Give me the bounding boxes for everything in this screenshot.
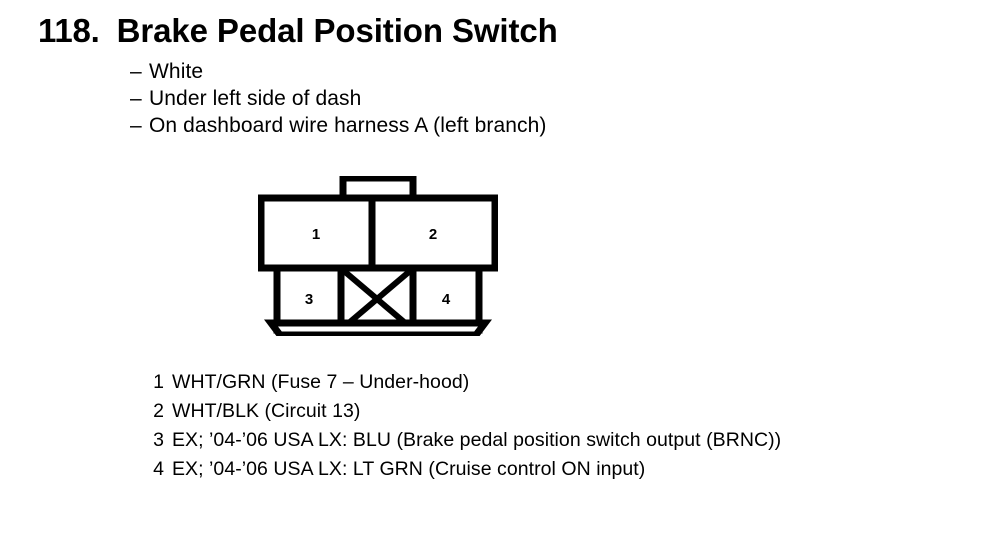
list-item-label: Under left side of dash <box>149 87 362 110</box>
pin-description: WHT/GRN (Fuse 7 – Under-hood) <box>172 371 470 393</box>
header: 118. Brake Pedal Position Switch – White… <box>38 12 968 139</box>
pin-number: 2 <box>153 400 164 422</box>
pin-number: 3 <box>153 429 164 451</box>
list-item: – White <box>130 58 968 85</box>
cavity-number-4: 4 <box>442 291 451 308</box>
list-item: – On dashboard wire harness A (left bran… <box>130 112 968 139</box>
dash-icon: – <box>130 87 142 110</box>
dash-icon: – <box>130 60 142 83</box>
pin-legend-list: 1 WHT/GRN (Fuse 7 – Under-hood) 2 WHT/BL… <box>144 368 974 484</box>
connector-upper-row <box>258 194 498 272</box>
pin-description: EX; ’04-’06 USA LX: BLU (Brake pedal pos… <box>172 429 782 451</box>
list-item: 1 WHT/GRN (Fuse 7 – Under-hood) <box>144 368 974 397</box>
pin-description: WHT/BLK (Circuit 13) <box>172 400 361 422</box>
cavity-number-3: 3 <box>305 291 313 308</box>
list-item: 3 EX; ’04-’06 USA LX: BLU (Brake pedal p… <box>144 426 974 455</box>
connector-skirt <box>264 319 492 336</box>
title-text: Brake Pedal Position Switch <box>116 12 558 49</box>
pin-number: 1 <box>153 371 164 393</box>
pin-description: EX; ’04-’06 USA LX: LT GRN (Cruise contr… <box>172 458 646 480</box>
pin-number: 4 <box>153 458 164 480</box>
cavity-number-1: 1 <box>312 226 320 243</box>
item-number: 118. <box>38 12 100 49</box>
list-item-label: On dashboard wire harness A (left branch… <box>149 114 547 137</box>
list-item: 2 WHT/BLK (Circuit 13) <box>144 397 974 426</box>
list-item: – Under left side of dash <box>130 85 968 112</box>
connector-svg: 1 2 3 4 <box>258 176 498 336</box>
unused-cavity-x-icon <box>342 268 412 330</box>
list-item-label: White <box>149 60 204 83</box>
page-title: 118. Brake Pedal Position Switch <box>38 12 968 50</box>
list-item: 4 EX; ’04-’06 USA LX: LT GRN (Cruise con… <box>144 455 974 484</box>
detail-bullet-list: – White – Under left side of dash – On d… <box>130 58 968 139</box>
connector-diagram: 1 2 3 4 <box>258 176 498 336</box>
dash-icon: – <box>130 114 142 137</box>
cavity-number-2: 2 <box>429 226 437 243</box>
